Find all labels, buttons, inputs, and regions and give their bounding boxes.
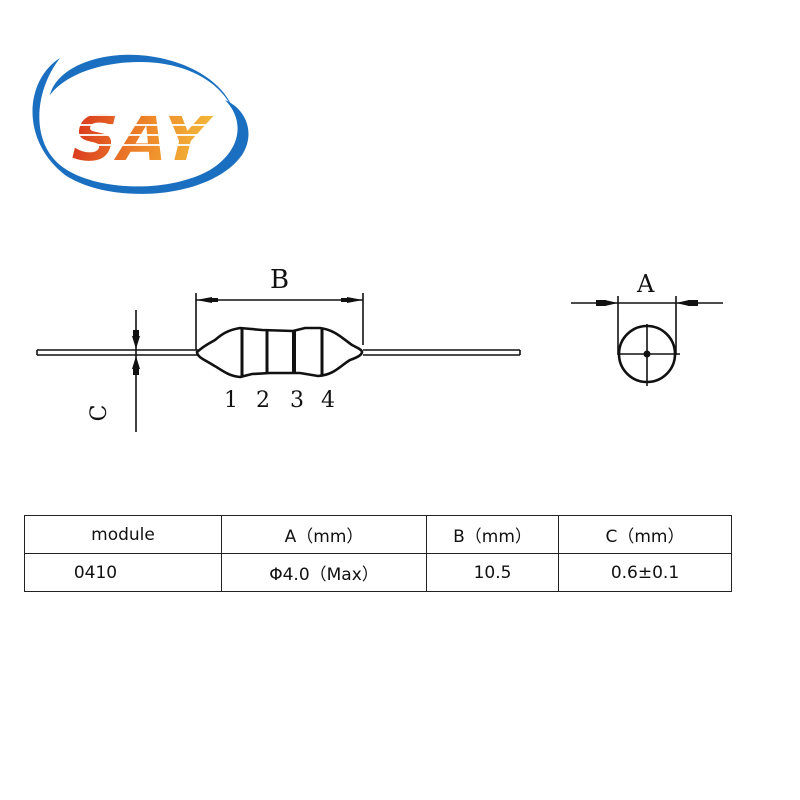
cell-a: Φ4.0（Max） xyxy=(221,553,427,592)
header-module: module xyxy=(24,515,222,554)
header-b: B（mm） xyxy=(426,515,559,554)
inductor-body xyxy=(195,326,364,379)
table-header-row: module A（mm） B（mm） C（mm） xyxy=(24,515,732,554)
dimension-label-c: C xyxy=(87,405,112,422)
table-row: 0410 Φ4.0（Max） 10.5 0.6±0.1 xyxy=(24,553,732,592)
logo-ring-inner xyxy=(50,54,235,115)
dimension-label-b: B xyxy=(270,265,289,295)
cell-c: 0.6±0.1 xyxy=(558,553,732,592)
spec-table: module A（mm） B（mm） C（mm） 0410 Φ4.0（Max） … xyxy=(24,515,732,592)
band-number-4: 4 xyxy=(321,388,335,413)
band-number-2: 2 xyxy=(256,388,270,413)
cell-module: 0410 xyxy=(24,553,222,592)
dimension-drawing: B A C 1 2 3 4 xyxy=(36,265,723,432)
header-c: C（mm） xyxy=(558,515,732,554)
header-a: A（mm） xyxy=(221,515,427,554)
band-number-3: 3 xyxy=(290,388,304,413)
say-logo: SAY xyxy=(32,54,249,194)
dimension-label-a: A xyxy=(636,270,655,298)
band-numbers: 1 2 3 4 xyxy=(224,388,335,413)
band-number-1: 1 xyxy=(224,388,238,413)
cell-b: 10.5 xyxy=(426,553,559,592)
